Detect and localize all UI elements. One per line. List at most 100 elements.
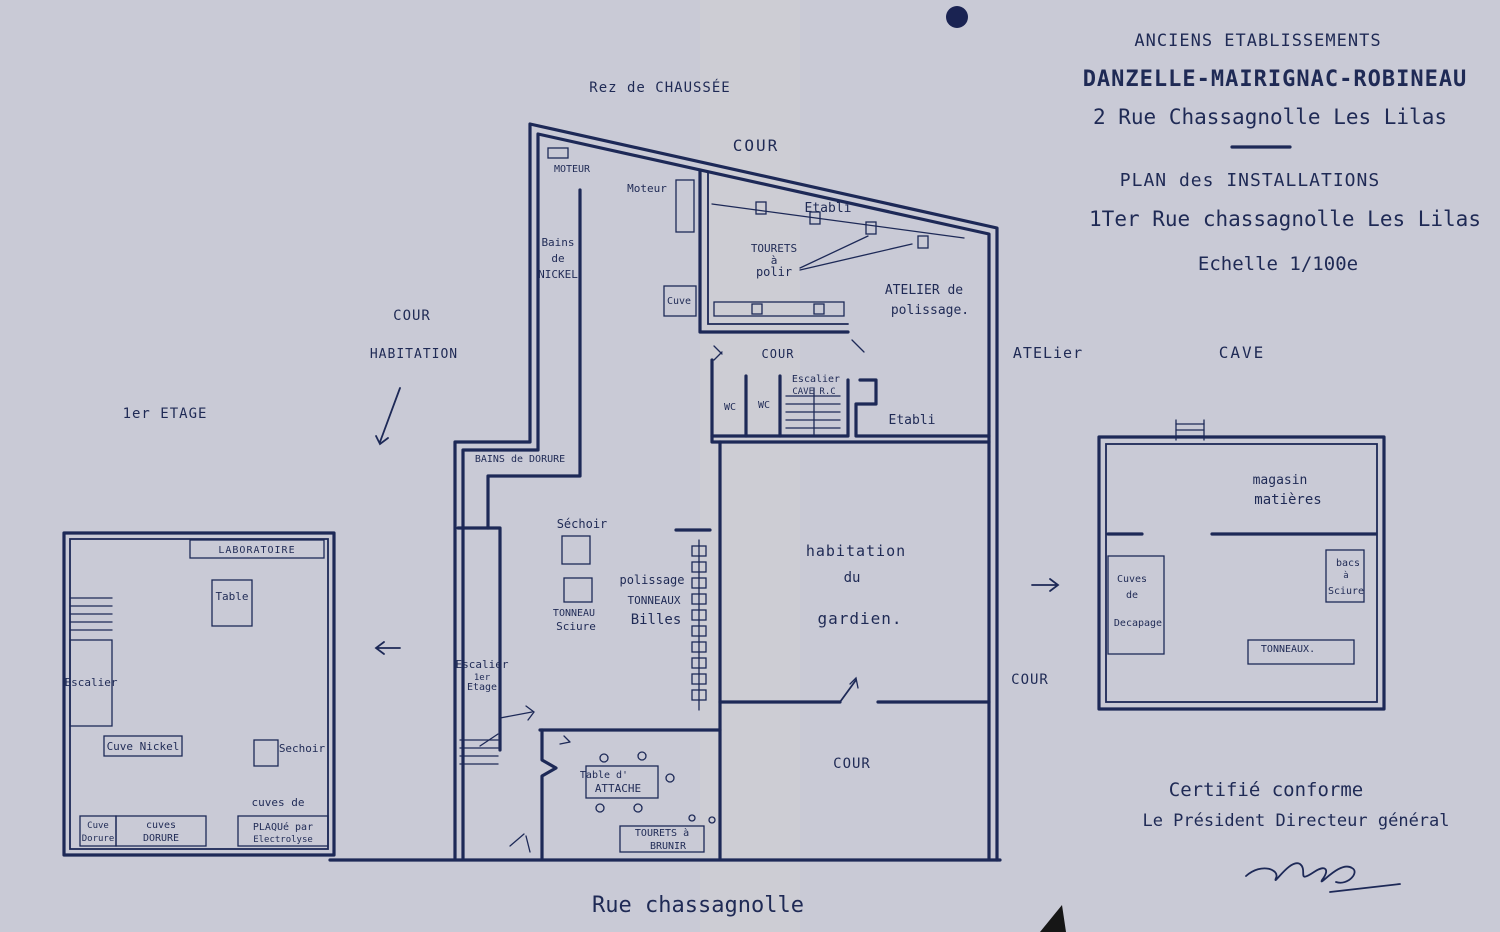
moteur-box-1 — [547, 147, 569, 159]
escalier-etage-label-2: 1er — [474, 673, 491, 683]
plaque-label-2: Electrolyse — [253, 835, 313, 845]
touret-5 — [751, 303, 763, 315]
street-label: Rue chassagnolle — [592, 893, 804, 918]
cuve-box — [663, 285, 697, 317]
cuves-decapage-label-2: de — [1126, 590, 1138, 601]
polissage-wall — [698, 168, 850, 334]
cour-bottom-label: COUR — [833, 756, 871, 772]
cuve-dorure-label-1: Cuve — [87, 821, 109, 831]
cuve-dorure-label-2: Dorure — [82, 834, 115, 844]
tonneau-sciure-label-1: TONNEAU — [553, 608, 595, 619]
touret-1 — [755, 201, 767, 215]
scale-label: Echelle 1/100e — [1198, 253, 1358, 275]
sechoir-label-2: Sechoir — [279, 742, 326, 755]
tourets-brunir-label-1: TOURETS à — [635, 827, 689, 839]
atelier-polissage-label-1: ATELIER de — [885, 283, 963, 298]
cuve-nickel-label: Cuve Nickel — [107, 740, 180, 753]
magasin-label-2: matières — [1254, 492, 1321, 508]
bacs-sciure-box — [1325, 549, 1365, 603]
tourets-polir-label-2: à — [771, 254, 778, 267]
atelier-polissage-label-2: polissage. — [891, 303, 969, 318]
tourets-pointer — [799, 235, 913, 271]
company-line-3: 2 Rue Chassagnolle Les Lilas — [1093, 105, 1447, 129]
cuves-de-label: cuves de — [252, 796, 305, 809]
ground-floor-title: Rez de CHAUSSÉE — [589, 79, 730, 96]
cour-right-label: COUR — [1011, 672, 1049, 688]
escalier-cave-label-1: Escalier — [792, 374, 840, 385]
first-floor-outer-wall — [62, 531, 336, 857]
bains-nickel-label-1: Bains — [541, 236, 574, 249]
habitation-label-2: du — [844, 570, 861, 586]
habitation-label-1: habitation — [806, 542, 906, 560]
polissage-label-1: polissage — [619, 573, 684, 587]
tourets-polir-label-3: polir — [756, 265, 792, 279]
stairs-arrow — [479, 733, 499, 747]
table-attache-box — [585, 765, 659, 799]
habitation-door — [839, 679, 857, 703]
plaque-label-1: PLAQUé par — [253, 821, 313, 833]
cave-plan: magasin matières Cuves de Decapage bacs … — [1097, 419, 1386, 711]
escalier-label: Escalier — [65, 676, 118, 689]
magasin-label-1: magasin — [1253, 473, 1308, 488]
bacs-sciure-label-3: Sciure — [1328, 586, 1364, 597]
plan-line-2: 1Ter Rue chassagnolle Les Lilas — [1089, 207, 1481, 231]
laboratoire-box — [189, 539, 325, 559]
etabli-bench-line — [711, 203, 965, 239]
bains-nickel-wall — [486, 188, 582, 530]
tonneaux-box — [1247, 639, 1355, 665]
company-line-1: ANCIENS ETABLISSEMENTS — [1134, 31, 1381, 51]
tonneau-sciure-box — [563, 577, 593, 603]
signature-underline — [1329, 883, 1401, 893]
moteur-box-2 — [675, 179, 695, 233]
wc-label-2: WC — [758, 400, 770, 411]
tourets-polir-label-1: TOURETS — [751, 242, 797, 255]
cuves-dorure-box — [115, 815, 207, 847]
touret-4 — [917, 235, 929, 249]
escalier-etage-wall — [456, 526, 502, 752]
bains-nickel-label-2: de — [551, 252, 564, 265]
moteur-label-2: Moteur — [627, 182, 667, 195]
door-swing-2 — [851, 339, 865, 353]
escalier-etage-label-1: Escalier — [456, 658, 509, 671]
paper-fold — [700, 0, 800, 932]
polissage-label-2: TONNEAUX — [628, 594, 681, 607]
atelier-outside-label: ATELier — [1013, 344, 1083, 362]
ink-blot — [946, 6, 968, 28]
outer-wall-inner — [461, 132, 991, 860]
wc-label-1: WC — [724, 402, 736, 413]
president-label: Le Président Directeur général — [1142, 811, 1449, 831]
lower-bench — [713, 301, 845, 317]
habitation-door-arrow — [849, 676, 859, 689]
escalier-etage-label-3: Etage — [467, 682, 497, 693]
escalier-box — [69, 639, 113, 727]
escalier-cave-label-2: CAVE R.C — [792, 387, 835, 397]
cuve-nickel-box — [103, 735, 183, 757]
certifie-label: Certifié conforme — [1169, 779, 1363, 801]
table-label: Table — [215, 590, 248, 603]
bacs-sciure-label-1: bacs — [1336, 558, 1360, 569]
touret-2 — [809, 211, 821, 225]
plan-line-1: PLAN des INSTALLATIONS — [1120, 170, 1380, 191]
cour-habitation-label-2: HABITATION — [370, 347, 458, 362]
cuves-decapage-box — [1107, 555, 1165, 655]
wc-dividers — [744, 374, 782, 438]
arrow-habitation — [379, 387, 401, 443]
cave-stairs-entry — [1175, 419, 1205, 441]
ground-floor-plan: MOTEUR Bains de NICKEL Moteur Cuve Etabl… — [328, 122, 1002, 862]
cave-title: CAVE — [1219, 343, 1266, 362]
cave-stairs — [785, 387, 841, 437]
touret-6 — [813, 303, 825, 315]
attache-stools — [595, 751, 716, 824]
sechoir-box — [561, 535, 591, 565]
first-floor-stairs — [69, 597, 113, 631]
signature-mark — [1245, 862, 1356, 884]
cour-habitation-label-1: COUR — [393, 308, 431, 324]
polissage-wall-inner — [707, 171, 849, 325]
cuves-dorure-label-1: cuves — [146, 820, 176, 831]
attache-left-wall — [540, 728, 558, 860]
tourets-brunir-box — [619, 825, 705, 853]
first-floor-plan: LABORATOIRE Table Escalier Cuve Nickel S… — [62, 531, 336, 857]
polissage-label-3: Billes — [631, 612, 682, 628]
